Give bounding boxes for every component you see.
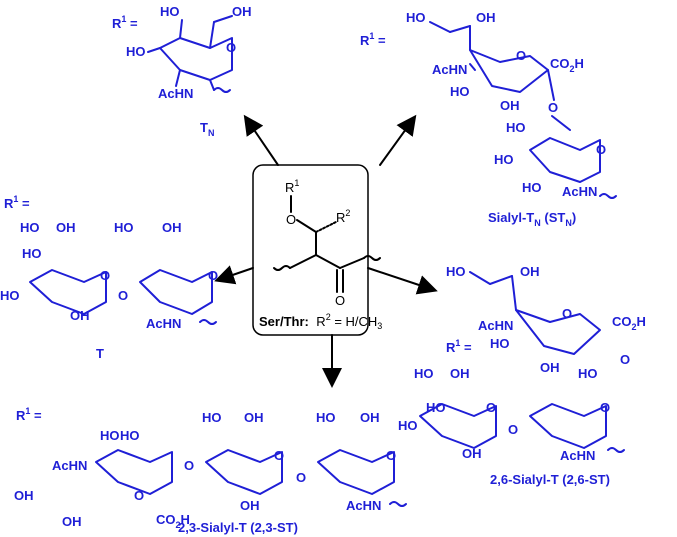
svg-text:AcHN: AcHN — [478, 318, 513, 333]
svg-text:O: O — [100, 268, 110, 283]
svg-text:HO: HO — [160, 4, 180, 19]
svg-text:OH: OH — [520, 264, 540, 279]
26st-r1-label: R1 = — [446, 338, 472, 355]
svg-text:OH: OH — [500, 98, 520, 113]
svg-text:O: O — [548, 100, 558, 115]
svg-text:OH: OH — [162, 220, 182, 235]
t-caption: T — [96, 346, 104, 361]
svg-text:OH: OH — [462, 446, 482, 461]
svg-text:O: O — [118, 288, 128, 303]
arrow-to-t — [214, 265, 254, 285]
arrow-to-tn — [243, 114, 279, 166]
23st-r1-label: R1 = — [16, 406, 42, 423]
svg-text:OH: OH — [360, 410, 380, 425]
svg-text:AcHN: AcHN — [146, 316, 181, 331]
svg-text:O: O — [274, 448, 284, 463]
svg-text:AcHN: AcHN — [158, 86, 193, 101]
svg-text:OH: OH — [56, 220, 76, 235]
svg-text:OH: OH — [450, 366, 470, 381]
svg-text:O: O — [516, 48, 526, 63]
svg-text:AcHN: AcHN — [562, 184, 597, 199]
stn-co2h: CO2H — [550, 56, 584, 74]
arrow-to-stn — [379, 114, 417, 166]
svg-text:HO: HO — [22, 246, 42, 261]
arrow-to-26st — [367, 267, 438, 295]
structure-tn: R1 = HO OH O HO AcHN TN — [112, 4, 252, 138]
svg-text:HO: HO — [506, 120, 526, 135]
structure-23st: R1 = HO HO AcHN OH OH O CO2H O HO OH O O… — [14, 406, 407, 535]
svg-text:HO: HO — [414, 366, 434, 381]
arrows — [214, 114, 438, 388]
svg-text:AcHN: AcHN — [52, 458, 87, 473]
svg-text:AcHN: AcHN — [560, 448, 595, 463]
core-carbonyl-o: O — [335, 293, 345, 308]
stn-caption: Sialyl-TN (STN) — [488, 210, 576, 228]
svg-text:HO: HO — [494, 152, 514, 167]
svg-text:O: O — [486, 400, 496, 415]
svg-text:O: O — [620, 352, 630, 367]
svg-text:OH: OH — [244, 410, 264, 425]
svg-text:HO: HO — [120, 428, 140, 443]
26st-caption: 2,6-Sialyl-T (2,6-ST) — [490, 472, 610, 487]
tn-caption: TN — [200, 120, 214, 138]
svg-text:O: O — [208, 268, 218, 283]
svg-text:HO: HO — [490, 336, 510, 351]
svg-text:O: O — [508, 422, 518, 437]
svg-text:O: O — [296, 470, 306, 485]
stn-r1-label: R1 = — [360, 31, 386, 48]
svg-text:HO: HO — [114, 220, 134, 235]
23st-co2h: CO2H — [156, 512, 190, 530]
svg-text:AcHN: AcHN — [432, 62, 467, 77]
core-ser-thr: R1 O R2 O Ser/Thr: R2 = H/CH3 — [252, 164, 382, 336]
tn-r1-label: R1 = — [112, 14, 138, 31]
svg-text:OH: OH — [232, 4, 252, 19]
core-box — [252, 164, 369, 336]
svg-text:HO: HO — [578, 366, 598, 381]
core-r2: R2 — [336, 208, 350, 225]
svg-text:HO: HO — [100, 428, 120, 443]
svg-text:HO: HO — [450, 84, 470, 99]
svg-text:HO: HO — [126, 44, 146, 59]
svg-text:HO: HO — [406, 10, 426, 25]
t-r1-label: R1 = — [4, 194, 30, 211]
svg-text:O: O — [184, 458, 194, 473]
svg-text:OH: OH — [14, 488, 34, 503]
svg-text:AcHN: AcHN — [346, 498, 381, 513]
svg-text:O: O — [226, 40, 236, 55]
svg-text:O: O — [386, 448, 396, 463]
svg-text:HO: HO — [522, 180, 542, 195]
svg-text:O: O — [596, 142, 606, 157]
svg-text:O: O — [134, 488, 144, 503]
svg-text:HO: HO — [20, 220, 40, 235]
svg-text:OH: OH — [70, 308, 90, 323]
svg-text:OH: OH — [476, 10, 496, 25]
svg-text:OH: OH — [540, 360, 560, 375]
structure-t: R1 = HO OH HO HO OH O O HO OH O AcHN T — [0, 194, 218, 361]
core-o: O — [286, 212, 296, 227]
svg-text:HO: HO — [0, 288, 20, 303]
structure-26st: HO OH O AcHN HO OH CO2H O R1 = HO OH HO … — [398, 264, 646, 487]
svg-text:OH: OH — [240, 498, 260, 513]
svg-text:O: O — [600, 400, 610, 415]
core-caption: Ser/Thr: R2 = H/CH3 — [259, 312, 382, 331]
svg-text:HO: HO — [202, 410, 222, 425]
svg-text:O: O — [562, 306, 572, 321]
svg-text:HO: HO — [398, 418, 418, 433]
svg-text:HO: HO — [446, 264, 466, 279]
structure-stn: R1 = HO OH O AcHN HO OH CO2H O O HO HO H… — [360, 10, 617, 228]
svg-text:OH: OH — [62, 514, 82, 529]
svg-text:HO: HO — [426, 400, 446, 415]
svg-text:HO: HO — [316, 410, 336, 425]
core-r1: R1 — [285, 178, 299, 195]
23st-caption: 2,3-Sialyl-T (2,3-ST) — [178, 520, 298, 535]
26st-co2h: CO2H — [612, 314, 646, 332]
